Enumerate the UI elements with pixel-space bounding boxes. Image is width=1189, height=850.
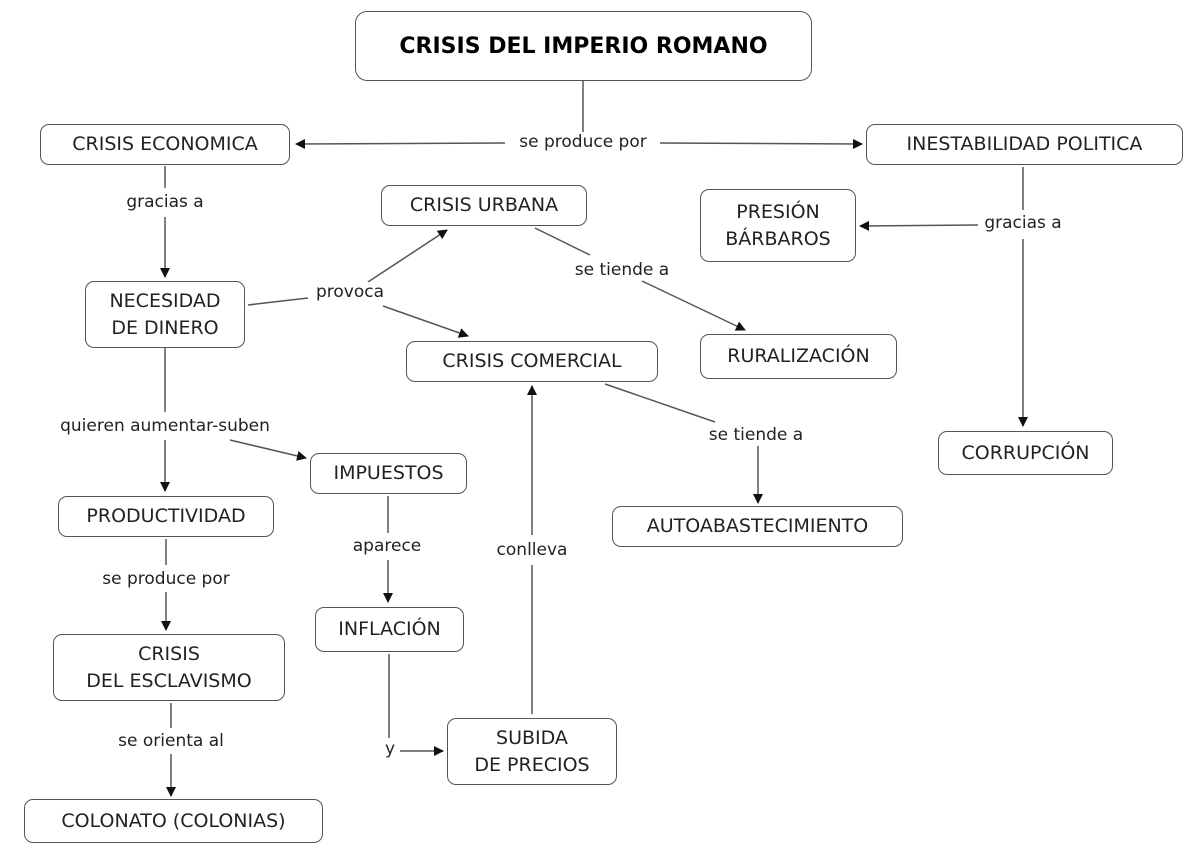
node-autoabastecimiento[interactable]: AUTOABASTECIMIENTO: [612, 506, 903, 547]
node-crisis-esclavismo[interactable]: CRISIS DEL ESCLAVISMO: [53, 634, 285, 701]
node-crisis-urbana[interactable]: CRISIS URBANA: [381, 185, 587, 226]
connector-gracias-presion: [859, 220, 979, 231]
connector-to-crisis-economica: [295, 138, 506, 149]
link-label-se-produce-por-prod: se produce por: [99, 569, 233, 589]
link-label-quieren-aumentar: quieren aumentar-suben: [57, 416, 273, 436]
link-label-provoca: provoca: [312, 282, 388, 302]
node-inflacion[interactable]: INFLACIÓN: [315, 607, 464, 652]
node-impuestos[interactable]: IMPUESTOS: [310, 453, 467, 494]
link-label-y: y: [381, 739, 399, 759]
node-productividad[interactable]: PRODUCTIVIDAD: [58, 496, 274, 537]
link-label-conlleva: conlleva: [493, 540, 571, 560]
connector-provoca-urbana: [367, 229, 448, 283]
node-colonato[interactable]: COLONATO (COLONIAS): [24, 799, 323, 843]
connector-tiende-ruralizacion: [641, 280, 746, 331]
link-label-gracias-a-left: gracias a: [123, 192, 207, 212]
connector-necesidad-provoca: [247, 297, 309, 306]
connector-provoca-comercial: [382, 305, 469, 338]
connector-comercial-tiende: [604, 383, 716, 423]
node-corrupcion[interactable]: CORRUPCIÓN: [938, 431, 1113, 475]
link-label-gracias-a-right: gracias a: [981, 213, 1065, 233]
link-label-se-orienta-al: se orienta al: [115, 731, 227, 751]
node-subida-precios[interactable]: SUBIDA DE PRECIOS: [447, 718, 617, 785]
node-ruralizacion[interactable]: RURALIZACIÓN: [700, 334, 897, 379]
node-presion-barbaros[interactable]: PRESIÓN BÁRBAROS: [700, 189, 856, 262]
node-inestabilidad-politica[interactable]: INESTABILIDAD POLITICA: [866, 124, 1183, 165]
node-crisis-comercial[interactable]: CRISIS COMERCIAL: [406, 341, 658, 382]
link-label-se-tiende-a-urbana: se tiende a: [571, 260, 673, 280]
connector-to-inestabilidad: [659, 138, 863, 149]
node-necesidad-dinero[interactable]: NECESIDAD DE DINERO: [85, 281, 245, 348]
link-label-se-produce-por: se produce por: [516, 132, 650, 152]
link-label-se-tiende-a-comercial: se tiende a: [705, 425, 807, 445]
node-crisis-economica[interactable]: CRISIS ECONOMICA: [40, 124, 290, 165]
connector-urbana-tiende: [534, 227, 591, 256]
connector-quieren-impuestos: [229, 439, 307, 461]
node-crisis-imperio-romano[interactable]: CRISIS DEL IMPERIO ROMANO: [355, 11, 812, 81]
link-label-aparece: aparece: [349, 536, 425, 556]
